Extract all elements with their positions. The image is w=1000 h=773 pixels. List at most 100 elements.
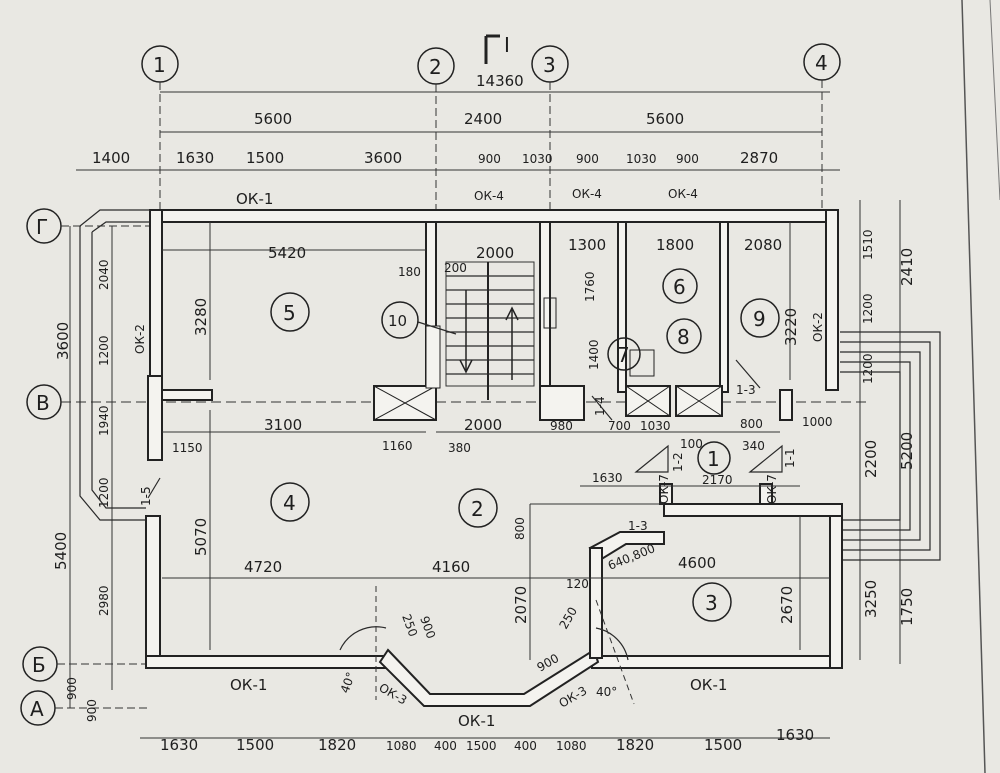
d-r3-width: 4600 [678,554,716,572]
axis-col-2: 2 [429,55,442,79]
axis-row-a: А [30,697,44,721]
win-ok4-c: ОК-4 [668,187,698,201]
dim-top-4: 900 [478,152,501,166]
angle-left: 40° [338,670,358,695]
door-1-1: 1-1 [783,448,797,468]
d-r9: 2080 [744,236,782,254]
win-ok1-bl: ОК-1 [230,676,267,694]
win-ok1-br: ОК-1 [690,676,727,694]
dim-bot-5: 1500 [466,739,497,753]
d-800: 800 [740,417,763,431]
dim-right-inner-4: 3250 [862,580,880,618]
dim-top-5: 1030 [522,152,553,166]
d-r5-width: 5420 [268,244,306,262]
section-label: I [504,33,510,57]
room-markers: 1 2 3 4 5 6 7 8 9 10 [270,268,780,622]
d-r1-width: 2170 [702,473,733,487]
room-7: 7 [617,343,630,367]
exterior-walls [79,209,843,707]
dim-top-2: 1500 [246,149,284,167]
dim-left-inner-3: 1200 [97,477,111,508]
dim-right-outer-0: 2410 [898,248,916,286]
dim-top-9: 2870 [740,149,778,167]
dim-bot-9: 1500 [704,736,742,754]
dim-top-6: 900 [576,152,599,166]
dim-left-inner-2: 1940 [97,405,111,436]
d-380: 380 [448,441,471,455]
dim-right-outer-1: 5200 [898,432,916,470]
dim-bot-3: 1080 [386,739,417,753]
room-10: 10 [388,312,407,330]
d-1160: 1160 [382,439,413,453]
d-r2-width: 4160 [432,558,470,576]
dim-left-inner-1: 1200 [97,335,111,366]
d-1400: 1400 [587,339,601,370]
d-r5-height: 3280 [192,298,210,336]
d-1630: 1630 [592,471,623,485]
door-1-3-b: 1-3 [628,519,648,533]
dim-bot-10: 1630 [776,726,814,744]
dim-top-7: 1030 [626,152,657,166]
d-1000: 1000 [802,415,833,429]
d-r2-depth: 2070 [512,586,530,624]
dim-left-inner-0: 2040 [97,259,111,290]
dim-top-1: 1630 [176,149,214,167]
d-r3-height: 2670 [778,586,796,624]
dim-left-inner-4: 2980 [97,585,111,616]
dim-overall: 14360 [476,72,524,90]
d-340: 340 [742,439,765,453]
dim-left-small-1: 900 [85,699,99,722]
dim-bot-6: 400 [514,739,537,753]
window-labels: ОК-1 ОК-4 ОК-4 ОК-4 ОК-2 ОК-2 ОК-1 ОК-1 … [133,187,825,730]
section-mark: I [484,33,510,64]
d-1030: 1030 [640,419,671,433]
door-1-2: 1-2 [671,452,685,472]
dim-right-outer-2: 1750 [898,588,916,626]
d-120: 120 [566,577,589,591]
room-6: 6 [673,275,686,299]
axis-col-1: 1 [153,53,166,77]
dim-bot-4: 400 [434,739,457,753]
axis-col-4: 4 [815,51,828,75]
dim-bot-2: 1820 [318,736,356,754]
win-ok4-a: ОК-4 [474,189,504,203]
bottom-dimensions: 1630 1500 1820 1080 400 1500 400 1080 18… [140,726,830,754]
d-r6: 1800 [656,236,694,254]
door-1-4: 1-4 [593,396,607,416]
d-200: 200 [444,261,467,275]
dim-bot-0: 1630 [160,736,198,754]
interior-walls [147,221,830,705]
room-1: 1 [707,447,720,471]
room-9: 9 [753,307,766,331]
door-labels: 1-5 1-4 1-3 1-3 1-2 1-1 [139,383,797,533]
dim-bot-1: 1500 [236,736,274,754]
dim-right-inner-2: 1200 [861,353,875,384]
d-1760: 1760 [583,271,597,302]
d-180: 180 [398,265,421,279]
room-8: 8 [677,325,690,349]
dim-axis-2: 2400 [464,110,502,128]
axis-markers: 1 2 3 4 Г В Б А [20,43,870,726]
dim-left-small-0: 900 [65,677,79,700]
win-ok1-top: ОК-1 [236,190,273,208]
win-ok7-right: ОК-7 [765,474,779,504]
d-r4-height: 5070 [192,518,210,556]
room-3: 3 [705,591,718,615]
axis-row-b: Б [32,653,46,677]
win-ok2-left: ОК-2 [133,324,147,354]
angle-labels: 40° 40° [338,670,618,699]
win-ok2-right: ОК-2 [811,312,825,342]
d-100: 100 [680,437,703,451]
dim-right-inner-1: 1200 [861,293,875,324]
d-r2-offset: 800 [513,517,527,540]
axis-col-3: 3 [543,53,556,77]
dim-top-3: 3600 [364,149,402,167]
room-4: 4 [283,491,296,515]
staircase [445,261,535,400]
porch-steps [840,331,941,561]
inner-dimensions: 5420 3280 2000 1300 1800 2080 3220 3100 … [172,236,833,675]
dim-top-8: 900 [676,152,699,166]
room-5: 5 [283,301,296,325]
win-ok1-bottom: ОК-1 [458,712,495,730]
